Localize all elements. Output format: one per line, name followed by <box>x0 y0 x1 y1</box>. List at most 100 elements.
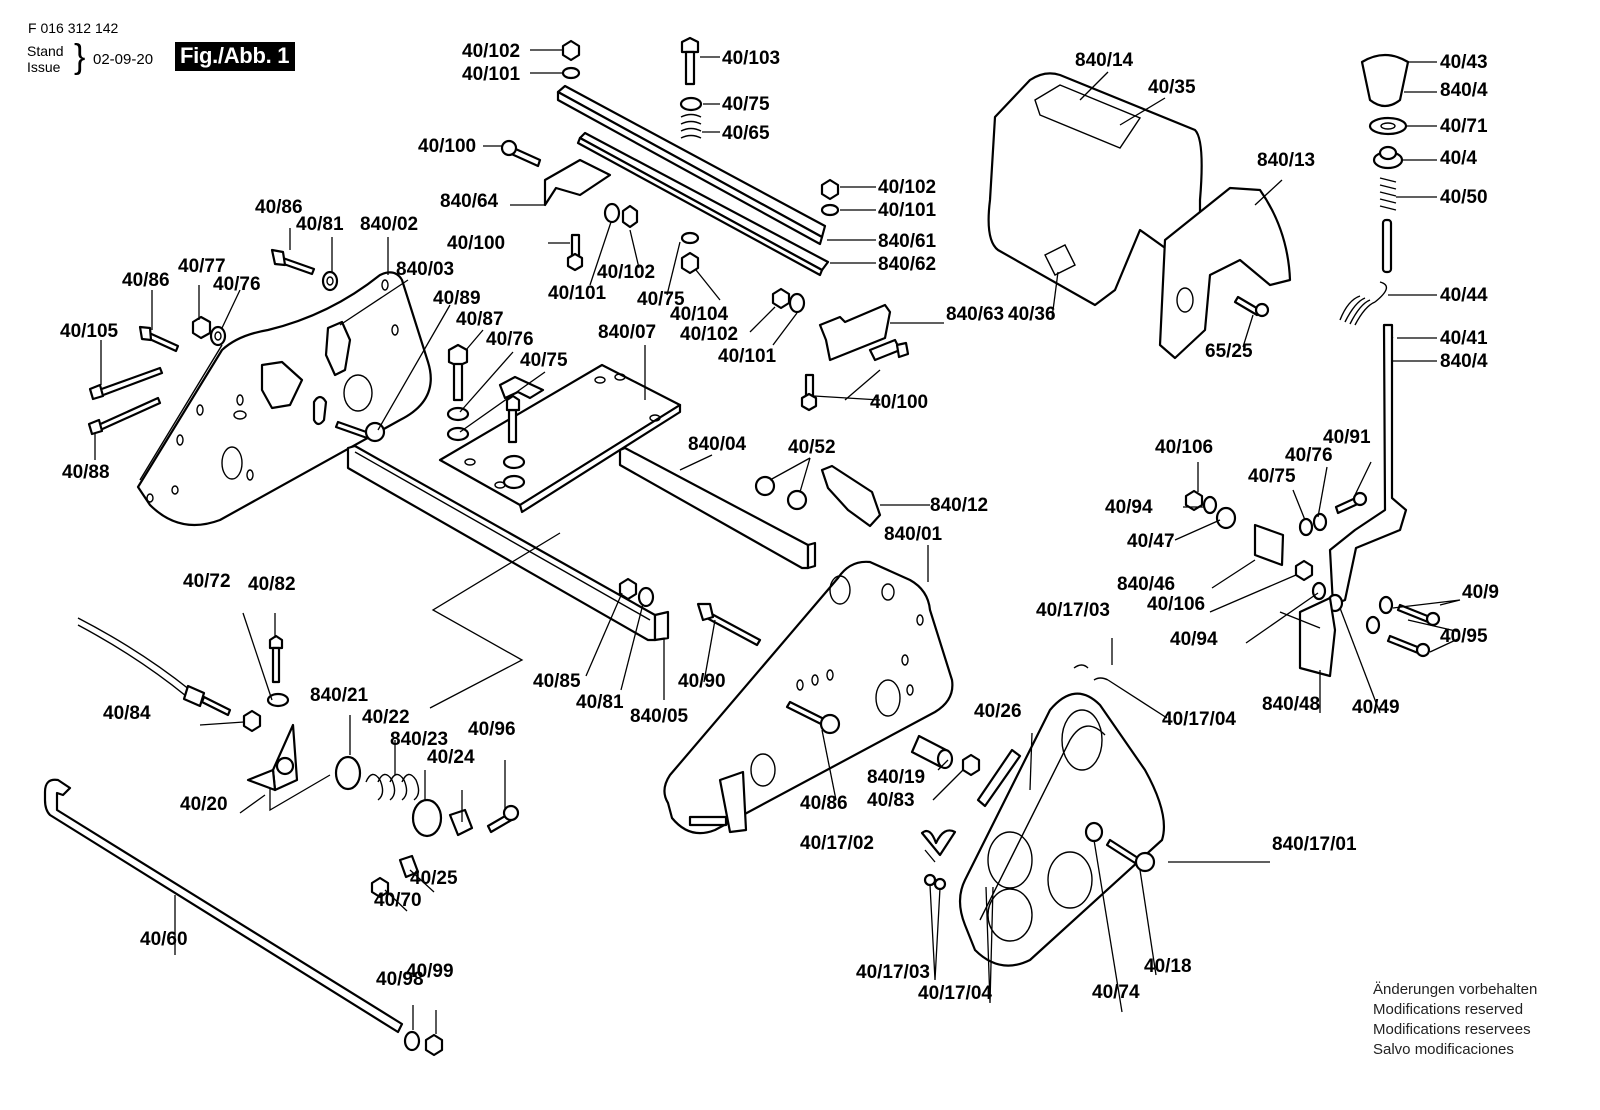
issue-label: Issue <box>27 59 61 75</box>
callout-label: 40/96 <box>468 719 516 740</box>
callout-label: 40/41 <box>1440 328 1488 349</box>
notice-line-fr: Modifications reservees <box>1373 1021 1531 1038</box>
callout-label: 840/13 <box>1257 150 1315 171</box>
callout-label: 40/50 <box>1440 187 1488 208</box>
callout-label: 840/23 <box>390 729 448 750</box>
callout-label: 40/75 <box>637 289 685 310</box>
callout-label: 40/103 <box>722 48 780 69</box>
rod-40-60 <box>43 778 404 1034</box>
callout-label: 40/49 <box>1352 697 1400 718</box>
callout-label: 40/22 <box>362 707 410 728</box>
callout-label: 40/101 <box>718 346 777 367</box>
callout-label: 40/76 <box>213 274 261 295</box>
callout-label: 40/86 <box>800 793 848 814</box>
callout-label: 40/100 <box>870 392 928 413</box>
side-plate-right <box>663 560 954 835</box>
callout-label: 40/106 <box>1147 594 1205 615</box>
callout-label: 40/101 <box>462 64 521 85</box>
callout-label: 40/17/03 <box>856 962 930 983</box>
callout-label: 40/72 <box>183 571 231 592</box>
callout-label: 40/60 <box>140 929 188 950</box>
lever-rod <box>1328 323 1408 607</box>
callout-label: 40/100 <box>447 233 505 254</box>
callout-label: 40/17/03 <box>1036 600 1110 621</box>
callout-label: 40/84 <box>103 703 151 724</box>
callout-label: 40/101 <box>548 283 607 304</box>
callout-label: 840/63 <box>946 304 1004 325</box>
callout-label: 40/17/02 <box>800 833 874 854</box>
callout-label: 40/95 <box>1440 626 1488 647</box>
callout-label: 40/102 <box>462 41 520 62</box>
knob-40-43 <box>1360 53 1410 108</box>
callout-label: 40/17/04 <box>1162 709 1236 730</box>
callout-label: 40/24 <box>427 747 475 768</box>
callout-label: 840/46 <box>1117 574 1175 595</box>
callout-label: 40/65 <box>722 123 770 144</box>
callout-label: 40/76 <box>1285 445 1333 466</box>
callout-label: 40/81 <box>296 214 344 235</box>
callout-label: 40/44 <box>1440 285 1488 306</box>
modifications-notice: Änderungen vorbehalten Modifications res… <box>1373 980 1537 1060</box>
callout-label: 840/04 <box>688 434 747 455</box>
callout-label: 40/70 <box>374 890 422 911</box>
bar-840-62 <box>578 131 830 272</box>
callout-label: 40/88 <box>62 462 110 483</box>
callout-label: 40/75 <box>1248 466 1296 487</box>
notice-line-de: Änderungen vorbehalten <box>1373 981 1538 998</box>
callout-label: 840/03 <box>396 259 454 280</box>
callout-label: 40/35 <box>1148 77 1196 98</box>
callout-label: 40/98 <box>376 969 424 990</box>
callout-label: 40/94 <box>1170 629 1218 650</box>
leader-lines <box>94 49 1461 1034</box>
callout-label: 40/99 <box>406 961 454 982</box>
callout-label: 840/21 <box>310 685 369 706</box>
callout-label: 40/18 <box>1144 956 1192 977</box>
callout-label: 40/83 <box>867 790 915 811</box>
callout-label: 840/05 <box>630 706 689 727</box>
callout-label: 65/25 <box>1205 341 1253 362</box>
parts-artwork <box>43 36 1441 1057</box>
callout-label: 40/43 <box>1440 52 1488 73</box>
callout-label: 40/102 <box>680 324 738 345</box>
callout-label: 840/02 <box>360 214 418 235</box>
callout-label: 40/102 <box>878 177 936 198</box>
callout-label: 40/75 <box>722 94 770 115</box>
issue-date: 02-09-20 <box>93 51 154 68</box>
callout-label: 840/12 <box>930 495 988 516</box>
notice-line-es: Salvo modificaciones <box>1373 1041 1514 1058</box>
callout-label: 40/100 <box>418 136 476 157</box>
callout-label: 840/4 <box>1440 80 1488 101</box>
callout-label: 40/102 <box>597 262 655 283</box>
callout-label: 40/86 <box>255 197 303 218</box>
callout-label: 40/74 <box>1092 982 1140 1003</box>
callout-label: 840/4 <box>1440 351 1488 372</box>
callout-label: 40/20 <box>180 794 228 815</box>
callout-label: 40/9 <box>1462 582 1499 603</box>
callout-label: 40/4 <box>1440 148 1477 169</box>
callout-label: 40/71 <box>1440 116 1488 137</box>
callout-label: 40/90 <box>678 671 726 692</box>
callout-label: 40/105 <box>60 321 119 342</box>
callout-label: 840/01 <box>884 524 943 545</box>
brace-glyph: } <box>74 38 86 76</box>
callout-label: 40/25 <box>410 868 458 889</box>
callout-label: 840/62 <box>878 254 936 275</box>
callout-label: 840/07 <box>598 322 656 343</box>
callout-label: 40/81 <box>576 692 624 713</box>
callout-label: 40/89 <box>433 288 481 309</box>
callout-label: 840/61 <box>878 231 937 252</box>
callout-label: 40/36 <box>1008 304 1056 325</box>
callout-label: 40/106 <box>1155 437 1213 458</box>
callout-label: 840/19 <box>867 767 925 788</box>
callout-label: 840/48 <box>1262 694 1320 715</box>
stand-issue-label: Stand Issue <box>27 43 64 75</box>
callout-label: 40/85 <box>533 671 581 692</box>
callout-label: 40/86 <box>122 270 170 291</box>
callout-label: 840/64 <box>440 191 499 212</box>
callout-label: 40/77 <box>178 256 226 277</box>
hood-840-14 <box>987 72 1203 307</box>
callout-label: 40/26 <box>974 701 1022 722</box>
callout-label: 840/17/01 <box>1272 834 1357 855</box>
callout-label: 40/76 <box>486 329 534 350</box>
